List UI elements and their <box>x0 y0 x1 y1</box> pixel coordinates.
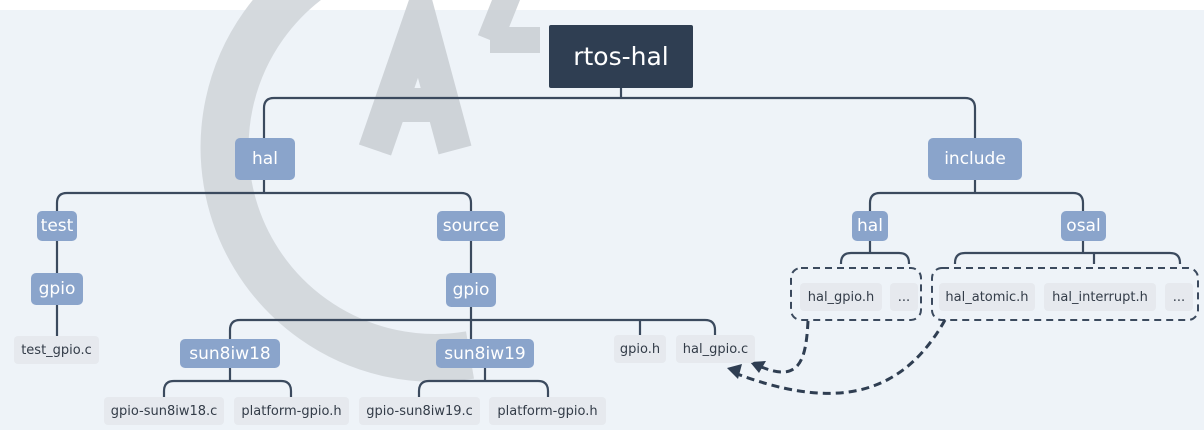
node-hal-gpio-h: hal_gpio.h <box>800 283 882 311</box>
node-platform-gpio-h-2: platform-gpio.h <box>489 397 606 425</box>
arrowhead-1 <box>750 361 766 373</box>
node-hal-more: ... <box>890 283 918 311</box>
hal-headers-group <box>790 267 922 321</box>
node-test-gpio-c: test_gpio.c <box>14 336 99 364</box>
arrowhead-2 <box>727 364 742 379</box>
node-test: test <box>37 211 77 241</box>
node-include-hal: hal <box>852 211 888 241</box>
node-osal-more: ... <box>1165 283 1193 311</box>
node-platform-gpio-h-1: platform-gpio.h <box>234 397 349 425</box>
node-sun8iw18: sun8iw18 <box>180 339 280 368</box>
node-source-gpio: gpio <box>446 273 496 307</box>
node-osal: osal <box>1061 211 1106 241</box>
arrow-from-hal-group <box>756 320 810 374</box>
connector-hal <box>55 180 473 211</box>
osal-headers-group <box>931 267 1199 321</box>
connector-source-gpio <box>228 307 717 339</box>
node-rtos-hal: rtos-hal <box>549 25 693 88</box>
connector-root <box>262 88 977 138</box>
node-gpio-h: gpio.h <box>614 335 666 363</box>
node-hal: hal <box>235 138 295 180</box>
node-hal-interrupt-h: hal_interrupt.h <box>1044 283 1156 311</box>
node-test-gpio: gpio <box>31 273 83 305</box>
node-sun8iw19: sun8iw19 <box>436 339 534 368</box>
node-gpio-sun8iw19-c: gpio-sun8iw19.c <box>359 397 480 425</box>
connector-include <box>868 180 1085 211</box>
arrow-from-osal-group <box>731 319 947 395</box>
node-gpio-sun8iw18-c: gpio-sun8iw18.c <box>104 397 224 425</box>
node-hal-atomic-h: hal_atomic.h <box>939 283 1035 311</box>
node-hal-gpio-c: hal_gpio.c <box>676 335 755 363</box>
node-source: source <box>437 211 505 241</box>
node-include: include <box>928 138 1022 180</box>
